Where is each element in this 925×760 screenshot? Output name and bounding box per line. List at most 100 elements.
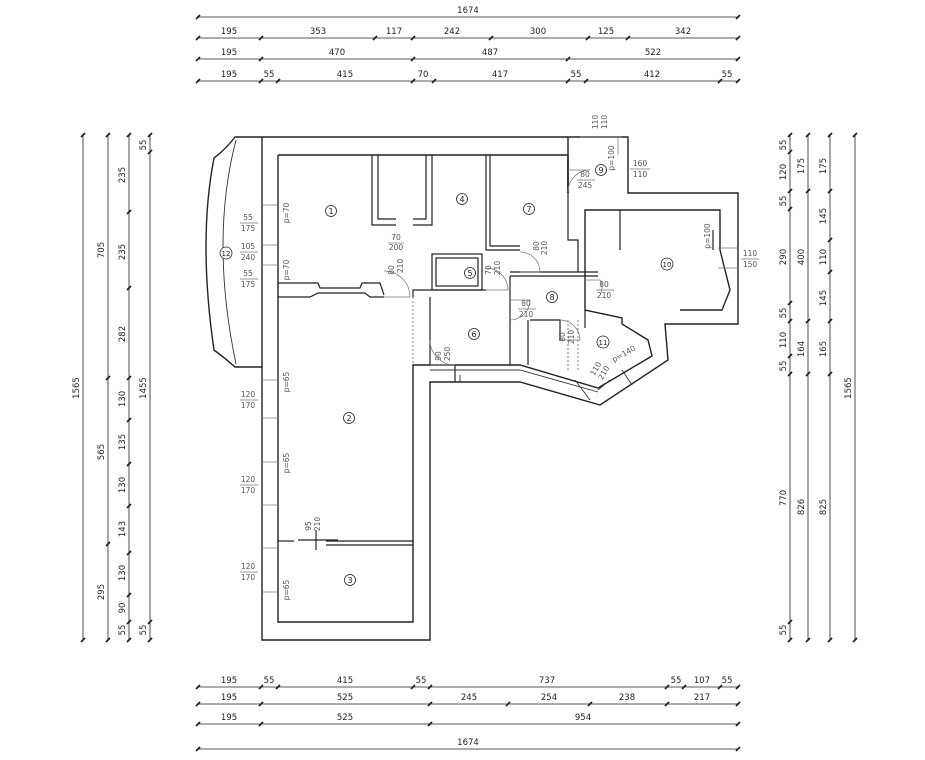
bottom-dim: 195 — [221, 676, 237, 686]
room-label-5: 5 — [464, 267, 476, 279]
right-dim: 290 — [779, 249, 789, 265]
bottom-dim: 55 — [722, 676, 733, 686]
window-height: 175 — [241, 280, 256, 289]
door-height: 210 — [493, 261, 502, 276]
sill-height: p=65 — [282, 371, 291, 392]
bottom-dim: 525 — [337, 693, 353, 703]
right-dim: 55 — [779, 308, 789, 319]
door-width: 80 — [521, 299, 531, 308]
door-height: 210 — [519, 310, 534, 319]
window-annotations: 55 175 105 240 55 175 120 170 120 170 12… — [240, 202, 291, 600]
right-dim: 110 — [779, 332, 789, 348]
top-dim: 55 — [264, 70, 275, 80]
window-height: 110 — [600, 115, 609, 130]
top-dim: 195 — [221, 27, 237, 37]
room-label-6: 6 — [468, 328, 480, 340]
bottom-dim: 195 — [221, 713, 237, 723]
door-swings — [383, 169, 603, 366]
svg-text:5: 5 — [467, 269, 472, 278]
right-dim: 770 — [779, 490, 789, 506]
left-dim-total: 1565 — [72, 377, 82, 399]
top-dim: 470 — [329, 48, 345, 58]
window-width: 55 — [243, 213, 253, 222]
window-height: 170 — [241, 486, 256, 495]
left-dim: 1455 — [139, 377, 149, 399]
right-dim: 55 — [779, 625, 789, 636]
bottom-dim: 55 — [264, 676, 275, 686]
right-dim: 175 — [797, 158, 807, 174]
right-dim: 400 — [797, 249, 807, 265]
door-height: 210 — [540, 241, 549, 256]
opening-lines — [412, 297, 579, 370]
right-dim: 55 — [779, 196, 789, 207]
door-height: 250 — [443, 347, 452, 362]
top-dimensions: 1674 195 353 117 242 300 125 342 19 — [195, 6, 741, 84]
window-width: 120 — [241, 390, 256, 399]
svg-text:1: 1 — [328, 207, 333, 216]
left-dim: 90 — [118, 603, 128, 614]
svg-text:10: 10 — [663, 261, 672, 269]
window-height: 150 — [743, 260, 758, 269]
bottom-dim: 954 — [575, 713, 591, 723]
bottom-dim: 254 — [541, 693, 557, 703]
building-outline — [205, 136, 739, 641]
bottom-dim: 55 — [671, 676, 682, 686]
left-dim: 130 — [118, 565, 128, 581]
bottom-dim: 525 — [337, 713, 353, 723]
room-label-9: 9 — [595, 164, 607, 176]
left-dim: 565 — [97, 444, 107, 460]
top-dim: 342 — [675, 27, 691, 37]
window-width: 105 — [241, 242, 256, 251]
svg-text:2: 2 — [346, 414, 351, 423]
room-labels: 1 2 3 4 5 6 7 8 9 10 11 12 — [219, 164, 674, 586]
room-label-2: 2 — [343, 412, 355, 424]
window-height: 170 — [241, 573, 256, 582]
door-width: 90 — [434, 351, 443, 361]
bottom-dim: 415 — [337, 676, 353, 686]
door-height: 245 — [578, 181, 593, 190]
bottom-dim: 238 — [619, 693, 635, 703]
right-dim: 120 — [779, 164, 789, 180]
window-height: 110 — [633, 170, 648, 179]
right-dim: 145 — [819, 208, 829, 224]
left-dim: 235 — [118, 167, 128, 183]
door-width: 80 — [580, 170, 590, 179]
left-dim: 235 — [118, 244, 128, 260]
door-width: 80 — [558, 332, 567, 342]
window-width: 110 — [591, 115, 600, 130]
door-height: 210 — [313, 517, 322, 532]
right-dim-total: 1565 — [844, 377, 854, 399]
top-dim: 117 — [386, 27, 402, 37]
svg-text:4: 4 — [459, 195, 464, 204]
top-dim-total: 1674 — [457, 6, 479, 16]
left-dim: 130 — [118, 477, 128, 493]
top-dim: 412 — [644, 70, 660, 80]
door-height: 200 — [389, 243, 404, 252]
top-dim: 195 — [221, 70, 237, 80]
top-dim: 522 — [645, 48, 661, 58]
sill-height: p=65 — [282, 452, 291, 473]
right-dim: 145 — [819, 290, 829, 306]
room-label-12: 12 — [219, 246, 233, 260]
left-dimensions: 1565 705 565 295 235 235 282 — [72, 132, 153, 643]
top-dim: 125 — [598, 27, 614, 37]
window-height: 170 — [241, 401, 256, 410]
door-width: 80 — [532, 241, 541, 251]
top-dim: 353 — [310, 27, 326, 37]
top-dim: 70 — [418, 70, 429, 80]
svg-text:8: 8 — [549, 293, 554, 302]
left-dim: 55 — [139, 625, 149, 636]
left-dim: 705 — [97, 242, 107, 258]
left-dim: 55 — [118, 625, 128, 636]
bottom-dim: 245 — [461, 693, 477, 703]
sill-height: p=70 — [282, 202, 291, 223]
window-width: 55 — [243, 269, 253, 278]
svg-text:11: 11 — [599, 339, 608, 347]
sill-height: p=100 — [703, 223, 712, 249]
top-dim: 55 — [571, 70, 582, 80]
sill-height: p=100 — [607, 145, 616, 171]
room-label-10: 10 — [660, 257, 674, 271]
sill-height: p=140 — [611, 343, 638, 364]
svg-text:9: 9 — [598, 166, 603, 175]
bottom-dimensions: 195 55 415 55 737 55 107 55 195 525 245 … — [195, 676, 741, 752]
